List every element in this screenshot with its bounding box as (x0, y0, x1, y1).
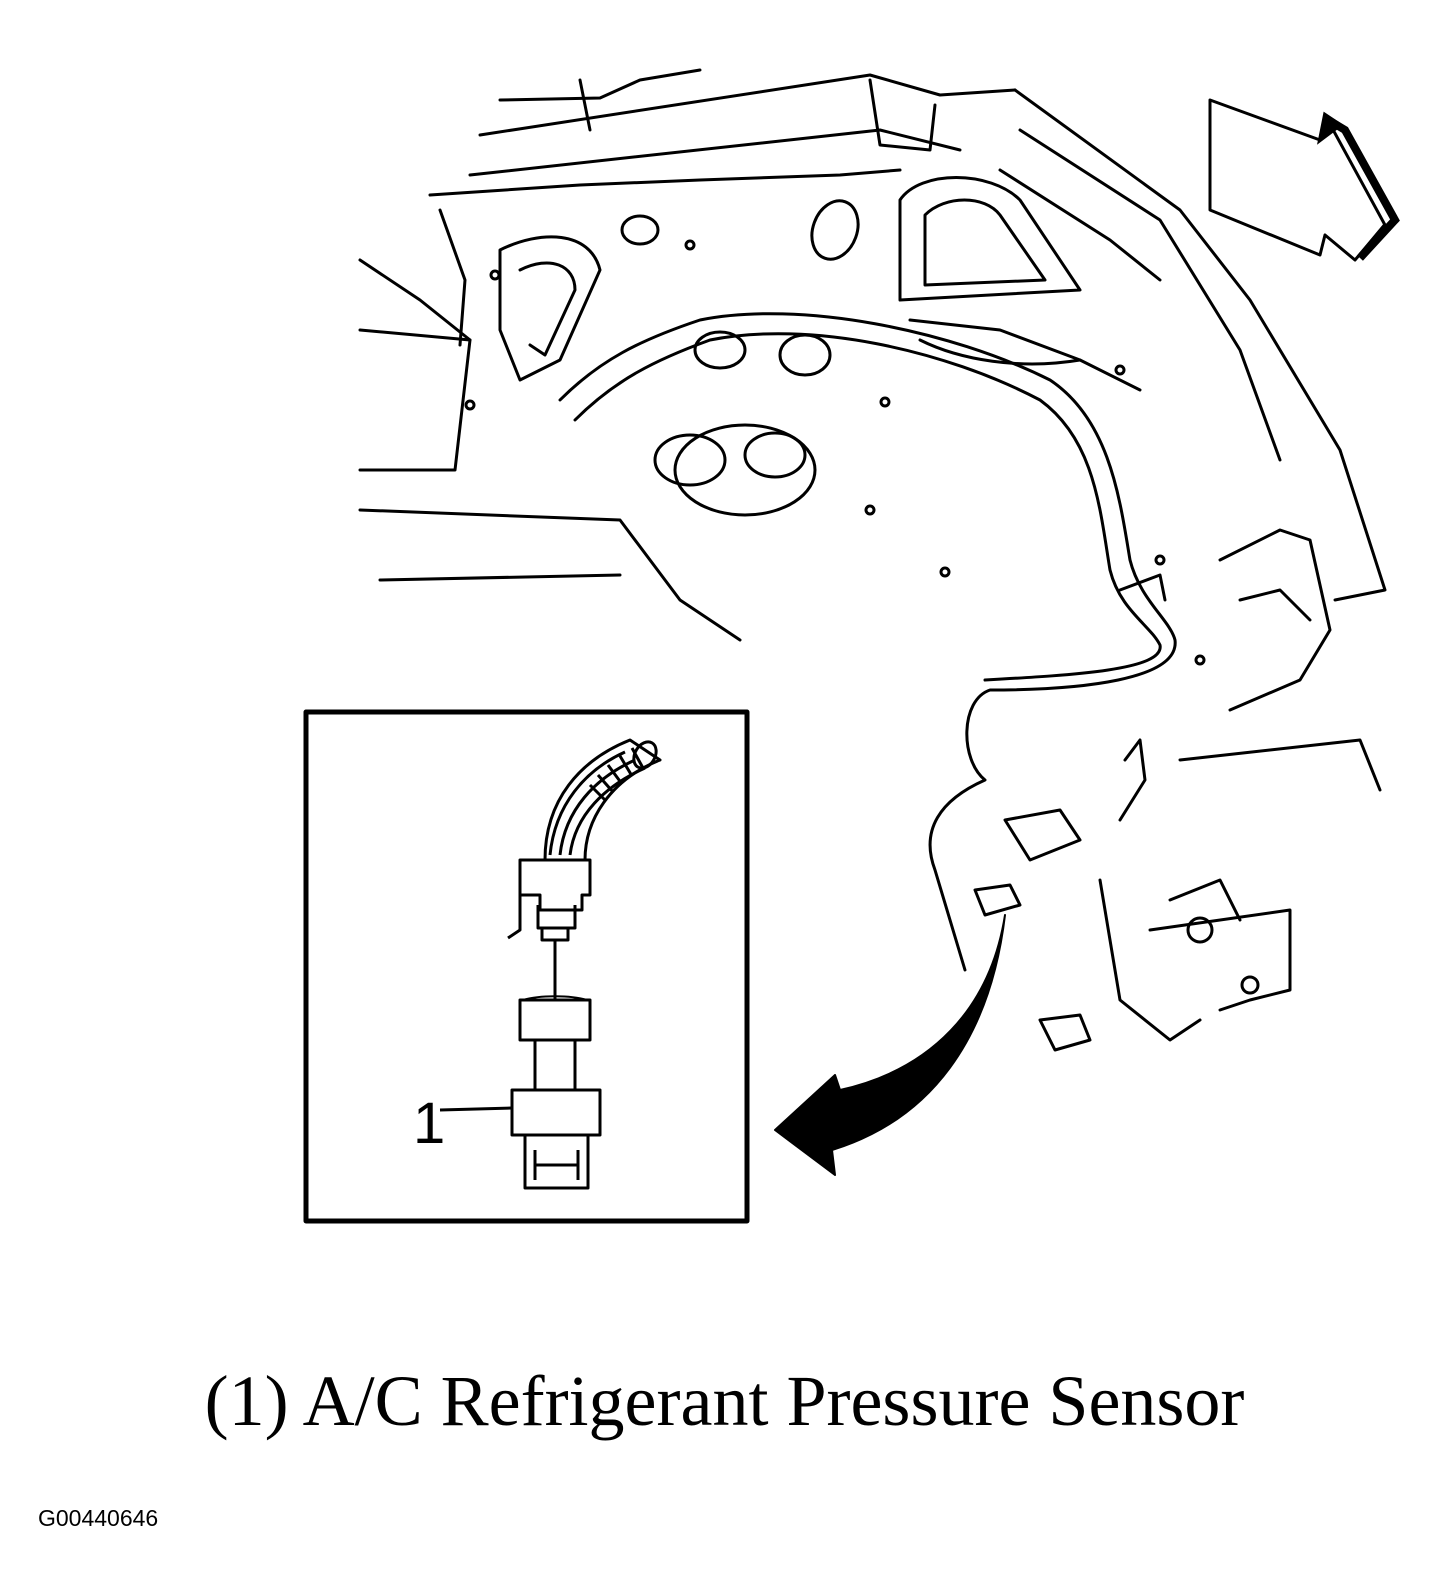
pressure-sensor-icon (510, 995, 602, 1190)
callout-label: 1 (413, 1091, 446, 1156)
curved-pointer-arrow-icon (774, 914, 1006, 1176)
direction-arrow-icon (1208, 98, 1400, 262)
figure-id: G00440646 (38, 1505, 159, 1531)
sensor-inset (303, 709, 750, 1224)
figure-caption: (1) A/C Refrigerant Pressure Sensor (204, 1361, 1245, 1441)
engine-compartment-drawing (358, 68, 1387, 1052)
connector-icon (507, 738, 662, 942)
